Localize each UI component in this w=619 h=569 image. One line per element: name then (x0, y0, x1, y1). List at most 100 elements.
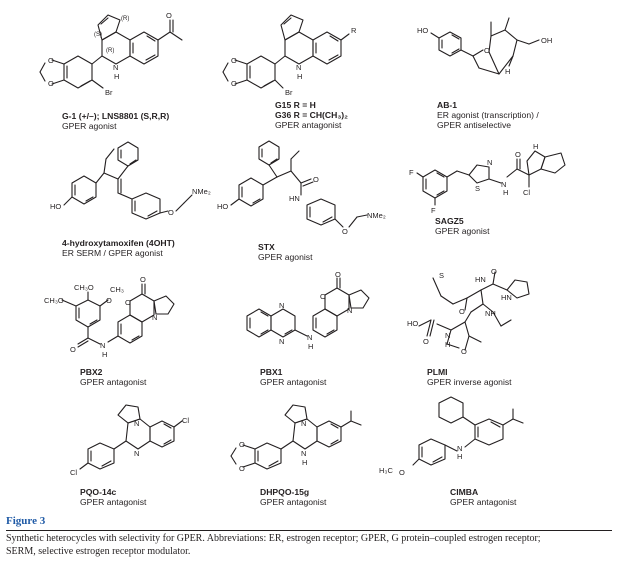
compound-sagz5: F F S N N H O H Cl SAGZ5 GPER agonist (405, 135, 619, 270)
pbx2-n-label: N (152, 313, 157, 322)
compound-dhpqo15g: N N H O O DHPQO-15g GPER antagonist (215, 395, 405, 510)
sagz5-h-label: H (503, 188, 508, 197)
g1-stereo-s: (S) (94, 32, 102, 38)
plmi-o4-label: O (461, 347, 467, 356)
pqo14c-n1-label: N (134, 419, 139, 428)
stx-nme2-label: NMe₂ (367, 211, 386, 220)
pbx2-o3-label: O (140, 275, 146, 284)
plmi-hn2-label: HN (501, 293, 512, 302)
cimba-structure: H₃C O N H (379, 396, 524, 477)
sagz5-structure: F F S N N H O H Cl (409, 142, 566, 215)
ab1-o-label: O (484, 46, 490, 55)
sagz5-activity: GPER agonist (435, 226, 490, 236)
dhpqo15g-n-label: N (301, 419, 306, 428)
sagz5-nh-label: N (501, 180, 506, 189)
sagz5-hn-label: H (533, 142, 538, 151)
g36-name: G36 R = CH(CH₃)₂ (275, 110, 348, 120)
ab1-structure: HO O OH H (417, 17, 552, 76)
pqo14c-cl2-label: Cl (70, 468, 77, 477)
sagz5-name: SAGZ5 (435, 216, 464, 226)
g1-stereo-r2: (R) (106, 48, 114, 54)
sagz5-cl-label: Cl (523, 188, 530, 197)
ab1-ho-label: HO (417, 26, 428, 35)
g1-o2-label: O (48, 79, 54, 88)
compound-plmi: S HN HN O O NH HO O O N H PLMI GPER inve… (405, 267, 619, 395)
pbx2-ch3-label: CH₃ (110, 285, 124, 294)
4oht-ho-label: HO (50, 202, 61, 211)
g1-activity: GPER agonist (62, 121, 117, 131)
stx-ho-label: HO (217, 202, 228, 211)
dhpqo15g-h-label: H (302, 458, 307, 467)
g15-h-label: H (297, 72, 302, 81)
plmi-o3-label: O (423, 337, 429, 346)
pbx1-n3-label: N (347, 306, 352, 315)
cimba-n-label: N (457, 444, 462, 453)
g15-activity: GPER antagonist (275, 120, 342, 130)
g15-structure: O O Br N H R (222, 14, 357, 97)
pbx2-o2-label: O (70, 345, 76, 354)
plmi-activity: GPER inverse agonist (427, 377, 512, 387)
sagz5-f1-label: F (409, 168, 414, 177)
caption-line-2: SERM, selective estrogen receptor modula… (6, 545, 191, 557)
dhpqo15g-structure: N N H O O (230, 404, 362, 473)
pbx2-o-label: O (106, 296, 112, 305)
pqo14c-activity: GPER antagonist (80, 497, 147, 507)
plmi-hn-label: HN (475, 275, 486, 284)
caption-rule (6, 530, 612, 531)
pbx2-ch3o-label: CH₃O (74, 283, 94, 292)
pbx1-name: PBX1 (260, 367, 283, 377)
plmi-o2-label: O (459, 307, 465, 316)
g1-name: G-1 (+/–); LNS8801 (S,R,R) (62, 111, 170, 121)
cimba-h3c-label: H₃C (379, 466, 393, 475)
stx-name: STX (258, 242, 275, 252)
compound-pqo14c: N N Cl Cl PQO-14c GPER antagonist (0, 395, 215, 510)
pqo14c-name: PQO-14c (80, 487, 117, 497)
dhpqo15g-o2-label: O (239, 464, 245, 473)
ab1-name: AB-1 (437, 100, 458, 110)
compound-pbx1: N N N H O O N PBX1 GPER antagonist (215, 270, 405, 395)
sagz5-s-label: S (475, 184, 480, 193)
pbx1-h-label: H (308, 342, 313, 351)
dhpqo15g-o1-label: O (239, 440, 245, 449)
pbx2-name: PBX2 (80, 367, 103, 377)
pbx1-n2-label: N (279, 337, 284, 346)
g1-o-label: O (166, 11, 172, 20)
g1-o1-label: O (48, 56, 54, 65)
compound-g1: O O Br N H (S) (R) (R) O G-1 (+/–); LNS8… (0, 0, 205, 135)
compound-cimba: H₃C O N H CIMBA GPER antagonist (379, 395, 619, 510)
pbx2-activity: GPER antagonist (80, 377, 147, 387)
pbx1-n1-label: N (279, 301, 284, 310)
compound-4oht: HO O NMe₂ 4-hydroxytamoxifen (4OHT) ER S… (0, 135, 215, 270)
compound-pbx2: CH₃O CH₃ O CH₃O O N H O O N PBX2 GPER an… (0, 270, 215, 395)
plmi-s-label: S (439, 271, 444, 280)
stx-o-label: O (313, 175, 319, 184)
g1-structure: O O Br N H (S) (R) (R) O (39, 11, 183, 97)
pbx1-structure: N N N H O O N (246, 270, 370, 351)
g15-r-label: R (351, 26, 357, 35)
g15-name: G15 R = H (275, 100, 316, 110)
cimba-name: CIMBA (450, 487, 479, 497)
pqo14c-structure: N N Cl Cl (70, 404, 189, 477)
dhpqo15g-name: DHPQO-15g (260, 487, 310, 497)
g15-br-label: Br (285, 88, 293, 97)
pbx2-h-label: H (102, 350, 107, 359)
compound-ab1: HO O OH H AB-1 ER agonist (transcription… (405, 0, 619, 135)
pbx2-o4-label: O (125, 298, 131, 307)
compound-stx: HO O HN O NMe₂ STX GPER agonist (215, 135, 405, 270)
sagz5-f2-label: F (431, 206, 436, 215)
g1-br-label: Br (105, 88, 113, 97)
plmi-nh-label: NH (485, 309, 496, 318)
pbx2-nh-label: N (100, 341, 105, 350)
4oht-o-label: O (168, 208, 174, 217)
pbx1-activity: GPER antagonist (260, 377, 327, 387)
cimba-h-label: H (457, 452, 462, 461)
4oht-nme2-label: NMe₂ (192, 187, 211, 196)
ab1-activity: ER agonist (transcription) / (437, 110, 539, 120)
pbx1-o2-label: O (320, 292, 326, 301)
ab1-oh-label: OH (541, 36, 552, 45)
caption-line-1: Synthetic heterocycles with selectivity … (6, 533, 541, 544)
sagz5-n-label: N (487, 158, 492, 167)
g15-o2-label: O (231, 79, 237, 88)
g15-o1-label: O (231, 56, 237, 65)
figure-caption: Figure 3 Synthetic heterocycles with sel… (6, 515, 612, 558)
